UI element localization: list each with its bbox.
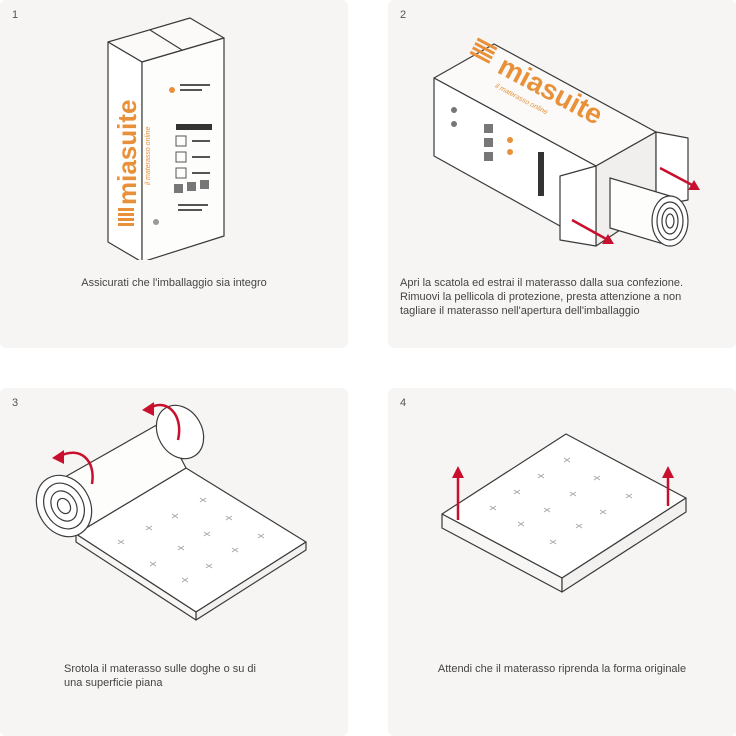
brand-logo: miasuite xyxy=(112,100,142,206)
step-number: 4 xyxy=(400,397,407,409)
caption-line: Apri la scatola ed estrai il materasso d… xyxy=(400,277,684,289)
caption-line: Srotola il materasso sulle doghe o su di xyxy=(64,663,256,675)
step-card-2: 2 miasui xyxy=(388,0,736,348)
caption-line: Rimuovi la pellicola di protezione, pres… xyxy=(400,291,682,303)
open-box-icon: miasuite il materasso online xyxy=(433,37,700,247)
brand-tagline: il materasso online xyxy=(145,127,152,185)
mattress-icon xyxy=(441,433,687,593)
caption-line: una superficie piana xyxy=(64,677,163,689)
step-number: 1 xyxy=(12,9,19,21)
step-caption: Attendi che il materasso riprenda la for… xyxy=(437,663,687,675)
box-icon: miasuite il materasso online xyxy=(107,17,225,260)
step-card-3: 3 xyxy=(0,388,348,736)
mattress-roll-icon xyxy=(35,402,307,621)
step-card-4: 4 Attendi che il materasso ri xyxy=(388,388,736,736)
step-number: 2 xyxy=(400,9,407,21)
step-caption: Apri la scatola ed estrai il materasso d… xyxy=(400,276,724,318)
step-caption: Srotola il materasso sulle doghe o su di… xyxy=(12,662,336,690)
step-card-1: 1 miasuite il materasso online xyxy=(0,0,348,348)
step-caption: Assicurati che l'imballaggio sia integro xyxy=(81,277,267,289)
caption-line: tagliare il materasso nell'apertura dell… xyxy=(400,305,640,317)
step-number: 3 xyxy=(12,397,19,409)
